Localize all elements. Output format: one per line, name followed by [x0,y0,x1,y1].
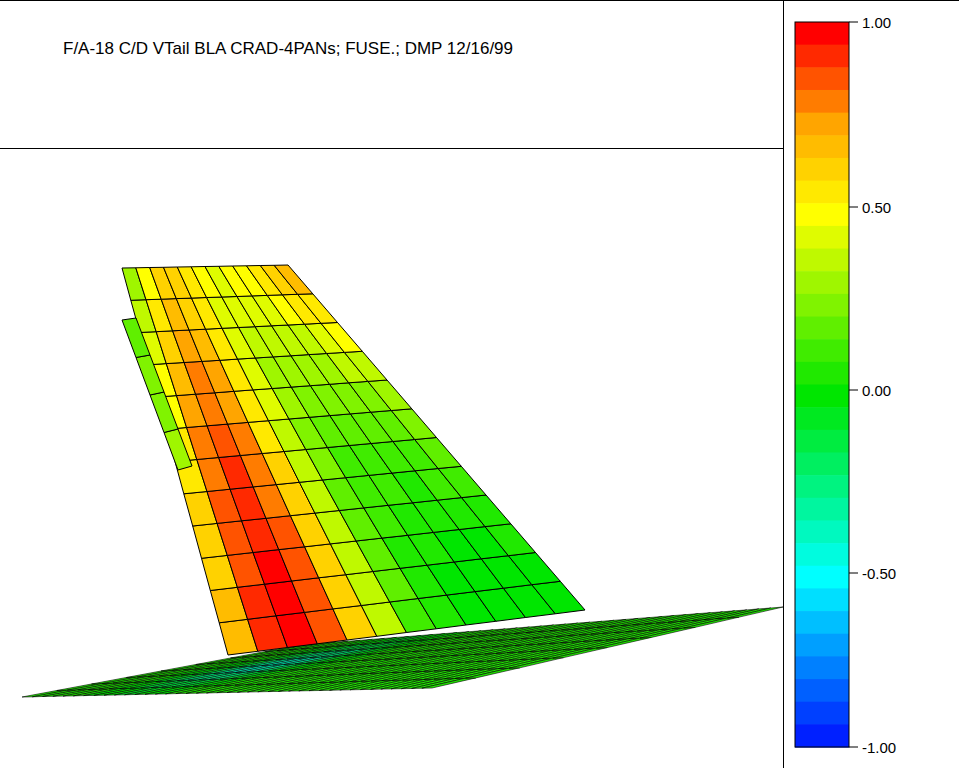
color-band [795,656,849,679]
tick-mark [849,207,858,208]
color-band [795,702,849,725]
tick-mark [849,747,858,748]
color-band [795,90,849,113]
mesh-cell [122,318,150,358]
color-band [795,22,849,45]
mesh-cell [164,429,192,470]
mesh-cell [344,351,387,381]
tick-mark [849,22,858,23]
color-band [795,249,849,272]
color-band [795,271,849,294]
mesh-cell [415,438,462,469]
color-band [795,475,849,498]
color-band [795,135,849,158]
color-bar [795,22,858,748]
color-band [795,520,849,543]
mesh-cell [455,668,509,678]
tick-mark [849,390,858,391]
color-band [795,407,849,430]
color-band [795,634,849,657]
tick-mark [849,573,858,574]
mesh-cell [391,409,436,440]
color-band [795,339,849,362]
mesh-cell [274,265,313,294]
mesh-cell [498,658,552,669]
scale-value: -0.50 [862,565,896,582]
color-band [795,67,849,90]
plot-title: F/A-18 C/D VTail BLA CRAD-4PANs; FUSE.; … [63,39,513,59]
mesh-cell [684,617,740,628]
scale-value: -1.00 [862,739,896,756]
color-band [795,294,849,317]
scale-value: 1.00 [862,14,891,31]
scale-value: 0.50 [862,199,891,216]
frame-line [0,148,783,149]
fin-mesh [122,265,585,655]
scale-value: 0.00 [862,382,891,399]
mesh-cell [298,294,338,324]
mesh-cell [508,553,560,585]
frame-line [783,0,784,768]
color-band [795,452,849,475]
color-band [795,113,849,136]
mesh-cell [368,380,412,411]
mesh-cell [727,607,783,618]
mesh-cell [422,678,476,688]
frame-line [0,0,959,1]
mesh-cell [485,524,536,556]
mesh-cell [136,355,164,395]
color-band [795,226,849,249]
mesh-cell [321,323,362,353]
mesh-cell [532,581,585,614]
color-band [795,203,849,226]
color-band [795,158,849,181]
mesh-cell [412,678,466,688]
color-band [795,724,849,747]
color-band [795,317,849,340]
color-band [795,362,849,385]
color-band [795,611,849,634]
color-bar-border [795,22,849,747]
color-band [795,566,849,589]
color-band [795,181,849,204]
color-band [795,543,849,566]
color-band [795,45,849,68]
mesh-cell [462,495,511,527]
color-band [795,588,849,611]
mesh-cell [553,648,608,659]
color-band [795,498,849,521]
mesh-cell [509,658,564,669]
mesh-cell [150,392,178,433]
mesh-cell [465,668,519,678]
color-band [795,679,849,702]
mesh-cell [640,627,695,638]
color-band [795,385,849,408]
mesh-cell [596,637,651,648]
mesh-cell [438,466,486,497]
color-band [795,430,849,453]
